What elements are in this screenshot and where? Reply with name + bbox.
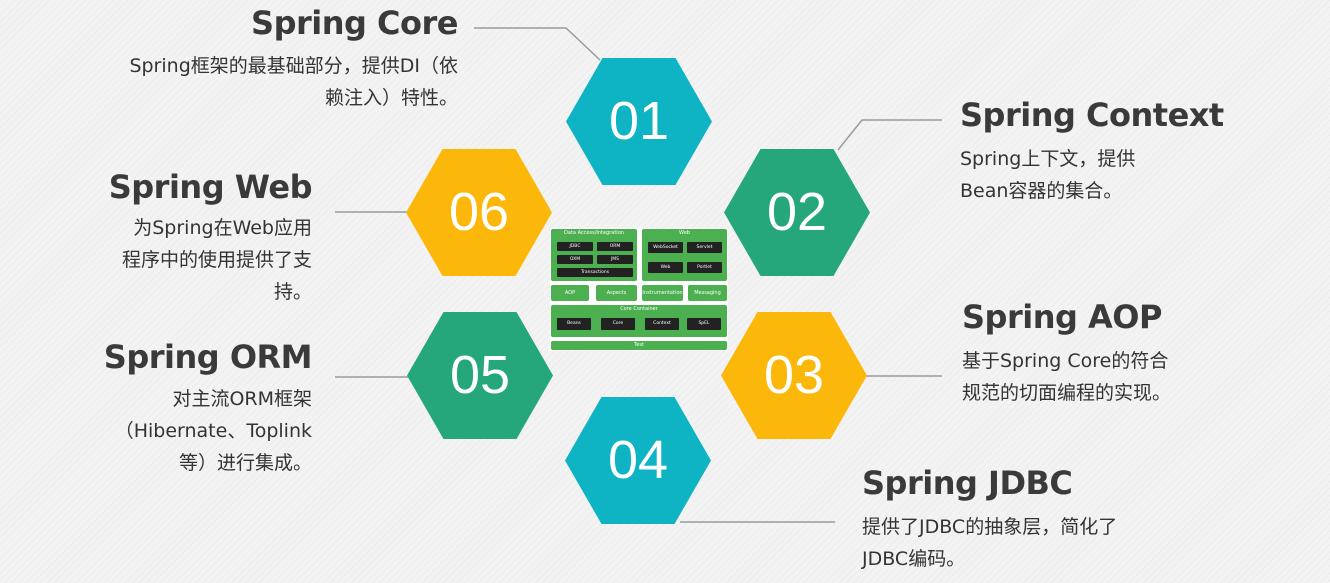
item-05-desc-line-1: 对主流ORM框架 [172, 388, 312, 410]
module-messaging: Messaging [688, 285, 727, 301]
hexagon-04-number: 04 [607, 430, 669, 490]
module-spel: SpEL [687, 318, 721, 330]
module-websocket: WebSocket [648, 242, 683, 253]
module-web: Web [648, 262, 683, 273]
item-06-desc-line-2: 程序中的使用提供了支 [121, 249, 312, 271]
hexagon-01-number: 01 [608, 91, 670, 151]
hexagon-03-number: 03 [763, 345, 825, 405]
hexagon-01: 01 [566, 58, 712, 185]
item-01-desc-line-2: 赖注入）特性。 [324, 87, 458, 109]
item-06-title: Spring Web [108, 168, 313, 206]
module-aspects: Aspects [596, 285, 637, 301]
hexagon-05: 05 [407, 312, 553, 439]
item-04-desc-line-1: 提供了JDBC的抽象层，简化了 [862, 516, 1118, 538]
data-access-title: Data Access/Integration [564, 230, 624, 236]
module-servlet: Servlet [687, 242, 722, 253]
module-oxm: OXM [557, 255, 593, 264]
connector-02 [837, 119, 942, 151]
item-01-description: Spring框架的最基础部分，提供DI（依 赖注入）特性。 [78, 50, 458, 114]
core-container-block: Core Container Beans Core Context SpEL [551, 305, 727, 337]
item-01-desc-line-1: Spring框架的最基础部分，提供DI（依 [129, 55, 458, 77]
module-instrumentation: Instrumentation [642, 285, 683, 301]
hexagon-05-number: 05 [449, 345, 511, 405]
item-03-description: 基于Spring Core的符合 规范的切面编程的实现。 [962, 345, 1302, 409]
item-02-title: Spring Context [960, 96, 1224, 134]
item-02-description: Spring上下文，提供 Bean容器的集合。 [960, 143, 1300, 207]
item-02-desc-line-1: Spring上下文，提供 [960, 148, 1136, 170]
item-05-desc-line-2: （Hibernate、Toplink [114, 420, 312, 442]
module-jdbc: JDBC [557, 242, 593, 251]
module-jms: JMS [597, 255, 633, 264]
item-02-desc-line-2: Bean容器的集合。 [960, 180, 1123, 202]
item-05-title: Spring ORM [103, 338, 313, 376]
module-portlet: Portlet [687, 262, 722, 273]
module-core: Core [601, 318, 635, 330]
item-04-title: Spring JDBC [862, 464, 1073, 502]
module-orm: ORM [597, 242, 633, 251]
spring-architecture-image: Data Access/Integration JDBC ORM OXM JMS… [550, 228, 728, 351]
item-05-desc-line-3: 等）进行集成。 [178, 452, 312, 474]
item-04-description: 提供了JDBC的抽象层，简化了 JDBC编码。 [862, 511, 1302, 575]
hexagon-04: 04 [565, 397, 711, 524]
web-block: Web WebSocket Servlet Web Portlet [642, 229, 727, 281]
hexagon-06: 06 [406, 149, 552, 276]
module-aop: AOP [551, 285, 589, 301]
item-03-desc-line-2: 规范的切面编程的实现。 [962, 382, 1172, 404]
item-01-title: Spring Core [251, 4, 458, 42]
module-transactions: Transactions [557, 268, 633, 277]
data-access-block: Data Access/Integration JDBC ORM OXM JMS… [551, 229, 637, 281]
item-04-desc-line-2: JDBC编码。 [862, 548, 966, 570]
item-05-description: 对主流ORM框架 （Hibernate、Toplink 等）进行集成。 [52, 383, 312, 479]
core-container-title: Core Container [620, 306, 658, 312]
module-test: Test [551, 341, 727, 350]
item-03-desc-line-1: 基于Spring Core的符合 [962, 350, 1169, 372]
item-06-desc-line-1: 为Spring在Web应用 [133, 217, 312, 239]
connector-01 [474, 27, 601, 61]
item-06-description: 为Spring在Web应用 程序中的使用提供了支 持。 [52, 212, 312, 308]
item-03-title: Spring AOP [962, 298, 1162, 336]
item-06-desc-line-3: 持。 [273, 281, 312, 303]
module-context: Context [645, 318, 679, 330]
hexagon-03: 03 [721, 312, 867, 439]
hexagon-02-number: 02 [766, 182, 828, 242]
hexagon-02: 02 [724, 149, 870, 276]
module-beans: Beans [557, 318, 591, 330]
web-title: Web [679, 230, 690, 236]
hexagon-06-number: 06 [448, 182, 510, 242]
